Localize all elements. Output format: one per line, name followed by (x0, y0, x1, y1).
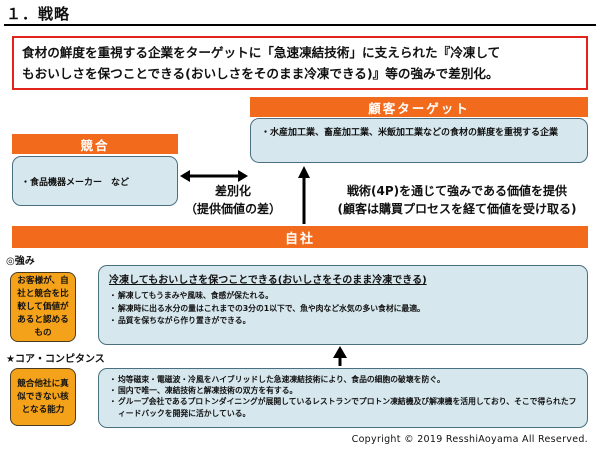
summary-box: 食材の鮮度を重視する企業をターゲットに「急速凍結技術」に支えられた『冷凍して も… (12, 36, 588, 90)
list-item: ・品質を保ちながら作り置きができる。 (109, 315, 577, 328)
arrow-head-up (298, 166, 310, 178)
summary-line-1: 食材の鮮度を重視する企業をターゲットに「急速凍結技術」に支えられた『冷凍して (22, 45, 501, 60)
strengths-label: ◎強み (6, 256, 35, 267)
arrow-head-up-small (333, 346, 347, 358)
target-text: ・水産加工業、畜産加工業、米飯加工業などの食材の鮮度を重視する企業 (261, 128, 559, 138)
list-item: ・解凍してもうまみや風味、食感が保たれる。 (109, 290, 577, 303)
strengths-side-note-text: お客様が、自社と競合を比較して価値があると認めるもの (17, 275, 69, 338)
strength-bullet-2: 解凍時に出る水分の量はこれまでの3分の1以下で、魚や肉など水気の多い食材に最適。 (118, 303, 425, 313)
strategy-line-2: (顧客は購買プロセスを経て価値を受け取る) (337, 202, 577, 216)
arrow-head-right (238, 170, 248, 182)
core-side-note: 競合他社に真似できない核となる能力 (10, 368, 76, 426)
competition-text: ・食品機器メーカー など (21, 177, 130, 188)
core-bullet-2: 国内で唯一、凍結技術と解凍技術の双方を有する。 (118, 386, 298, 396)
strength-bullet-1: 解凍してもうまみや風味、食感が保たれる。 (118, 291, 274, 300)
list-item: ・解凍時に出る水分の量はこれまでの3分の1以下で、魚や肉など水気の多い食材に最適… (109, 303, 577, 316)
strategy-line-1: 戦術(4P)を通じて強みである価値を提供 (347, 184, 567, 198)
strengths-panel: 冷凍してもおいしさを保つことできる(おいしさをそのまま冷凍できる) ・解凍しても… (98, 265, 588, 345)
strategy-caption: 戦術(4P)を通じて強みである価値を提供 (顧客は購買プロセスを経て価値を受け取… (312, 182, 600, 218)
copyright-text: Copyright © 2019 ResshiAoyama All Reserv… (351, 434, 588, 445)
self-header: 自社 (12, 226, 588, 248)
title-underline (4, 24, 596, 26)
core-competence-label: ★コア・コンピタンス (6, 354, 105, 365)
core-panel: ・均等磁束・電磁波・冷風をハイブリッドした急速凍結技術により、食品の細胞の破壊を… (98, 368, 588, 428)
summary-line-2: もおいしさを保つことできる(おいしさをそのまま冷凍できる)』等の強みで差別化。 (22, 66, 499, 81)
target-header: 顧客ターゲット (250, 97, 588, 117)
core-side-note-text: 競合他社に真似できない核となる能力 (17, 378, 69, 415)
differentiation-line-2: （提供価値の差） (184, 202, 281, 216)
list-item: ・グループ会社であるプロトンダイニングが展開しているレストランでプロトン凍結機及… (109, 397, 577, 418)
page-title: １．戦略 (6, 5, 71, 23)
strengths-side-note: お客様が、自社と競合を比較して価値があると認めるもの (10, 272, 76, 342)
list-item: ・国内で唯一、凍結技術と解凍技術の双方を有する。 (109, 385, 577, 396)
core-bullet-3: グループ会社であるプロトンダイニングが展開しているレストランでプロトン凍結機及び… (118, 397, 577, 418)
strengths-headline: 冷凍してもおいしさを保つことできる(おいしさをそのまま冷凍できる) (109, 275, 427, 286)
list-item: ・均等磁束・電磁波・冷風をハイブリッドした急速凍結技術により、食品の細胞の破壊を… (109, 374, 577, 385)
strength-bullet-3: 品質を保ちながら作り置きができる。 (118, 316, 251, 325)
arrow-head-left (180, 170, 190, 182)
differentiation-line-1: 差別化 (214, 184, 251, 198)
competition-panel: ・食品機器メーカー など (12, 156, 178, 206)
differentiation-caption: 差別化 （提供価値の差） (180, 182, 286, 218)
target-panel: ・水産加工業、畜産加工業、米飯加工業などの食材の鮮度を重視する企業 (250, 118, 588, 163)
core-bullet-1: 均等磁束・電磁波・冷風をハイブリッドした急速凍結技術により、食品の細胞の破壊を防… (118, 375, 445, 384)
competition-header: 競合 (12, 134, 178, 154)
